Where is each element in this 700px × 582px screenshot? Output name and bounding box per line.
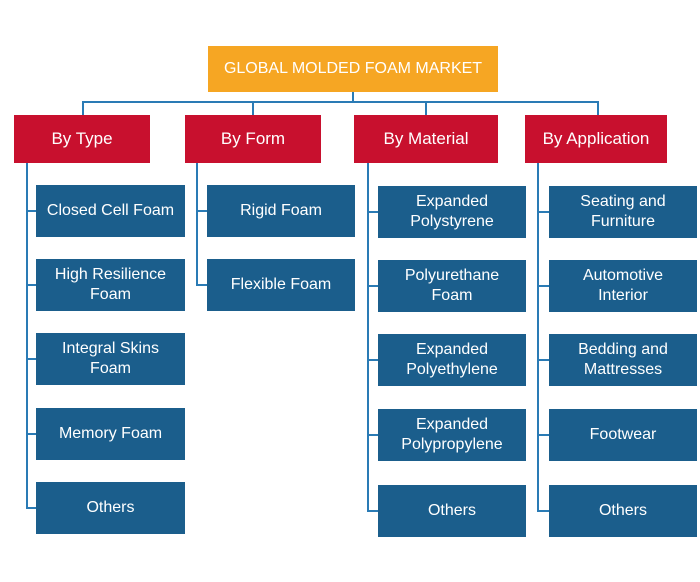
connector-line (252, 101, 254, 116)
connector-line (367, 285, 378, 287)
connector-line (537, 285, 549, 287)
connector-line (367, 434, 378, 436)
connector-line (367, 163, 369, 512)
connector-line (196, 210, 207, 212)
connector-line (196, 284, 207, 286)
connector-line (537, 359, 549, 361)
connector-line (26, 507, 36, 509)
connector-line (82, 101, 598, 103)
segment-by-form-item: Flexible Foam (207, 259, 355, 311)
connector-line (537, 434, 549, 436)
connector-line (352, 92, 354, 102)
connector-line (26, 433, 36, 435)
segment-by-application-item: Others (549, 485, 697, 537)
category-by-form: By Form (185, 115, 321, 163)
connector-line (597, 101, 599, 116)
connector-line (367, 359, 378, 361)
segment-by-type-item: Memory Foam (36, 408, 185, 460)
segment-by-type-item: Closed Cell Foam (36, 185, 185, 237)
connector-line (425, 101, 427, 116)
connector-line (26, 163, 28, 509)
category-by-type: By Type (14, 115, 150, 163)
connector-line (26, 284, 36, 286)
root-node: GLOBAL MOLDED FOAM MARKET (208, 46, 498, 92)
category-by-application: By Application (525, 115, 667, 163)
connector-line (82, 101, 84, 116)
connector-line (367, 211, 378, 213)
connector-line (537, 211, 549, 213)
segment-by-type-item: Others (36, 482, 185, 534)
segment-by-form-item: Rigid Foam (207, 185, 355, 237)
connector-line (367, 510, 378, 512)
connector-line (26, 210, 36, 212)
connector-line (537, 510, 549, 512)
segment-by-application-item: Footwear (549, 409, 697, 461)
connector-line (196, 163, 198, 286)
segment-by-material-item: Others (378, 485, 526, 537)
category-by-material: By Material (354, 115, 498, 163)
connector-line (537, 163, 539, 512)
connector-line (26, 358, 36, 360)
